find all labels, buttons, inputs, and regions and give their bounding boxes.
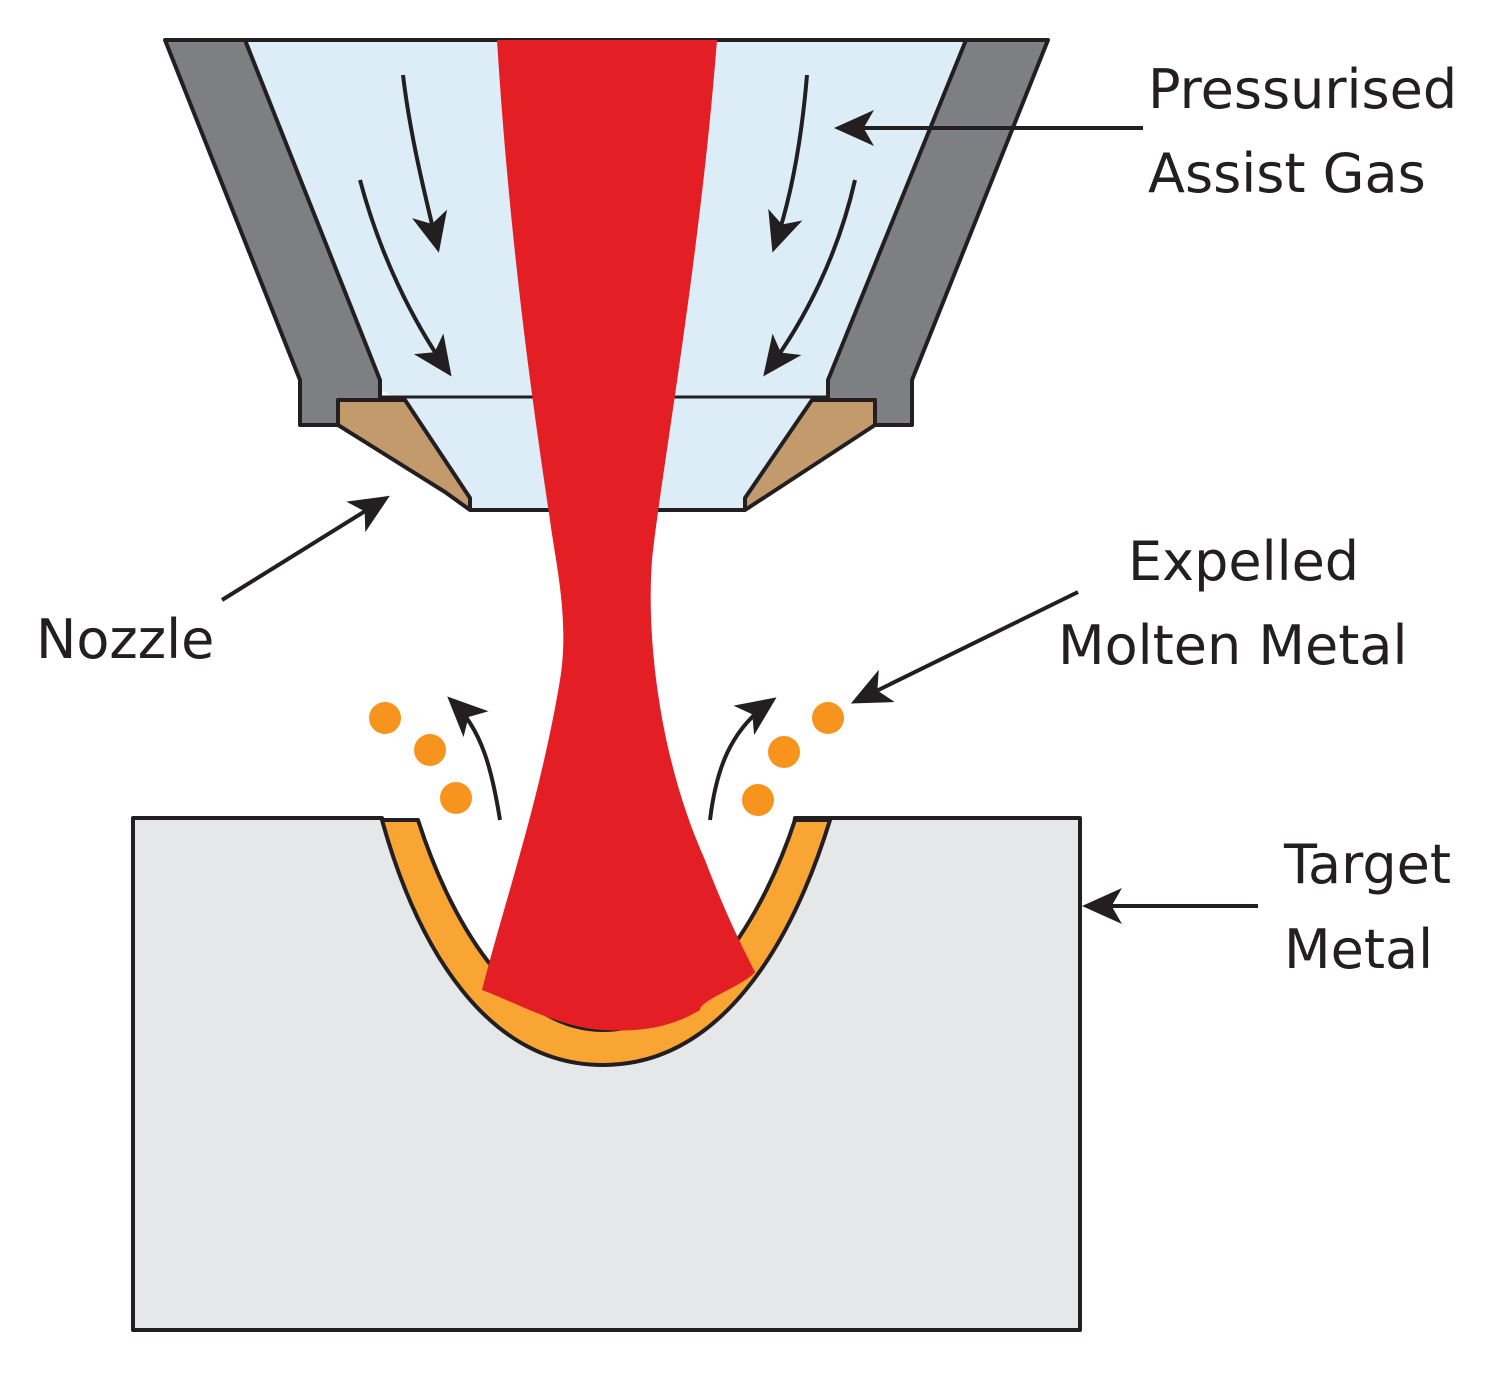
nozzle-callout-arrow xyxy=(220,495,390,602)
gas-flow-arrow xyxy=(768,74,809,253)
nozzle-label: Nozzle xyxy=(36,608,214,671)
nozzle-tip-left xyxy=(336,398,472,512)
ejection-arrow-left xyxy=(447,696,502,821)
expelled-label-line1: Expelled xyxy=(1128,530,1359,593)
molten-droplet xyxy=(440,782,472,814)
ejection-arrow-right xyxy=(708,697,777,821)
target-label-line1: Target xyxy=(1283,833,1451,896)
molten-droplet xyxy=(414,734,446,766)
molten-droplet xyxy=(742,784,774,816)
nozzle-tip-right xyxy=(743,398,877,512)
gas-flow-arrow xyxy=(358,179,452,377)
assist-gas-label-line1: Pressurised xyxy=(1148,58,1457,121)
callout-arrows xyxy=(220,110,1258,924)
gas-flow-arrow xyxy=(401,74,448,253)
ejection-arrows xyxy=(447,696,777,821)
molten-droplet xyxy=(812,702,844,734)
expelled-label-line2: Molten Metal xyxy=(1058,614,1408,677)
gas-flow-arrows xyxy=(358,74,857,377)
expelled-callout-arrow xyxy=(850,590,1079,704)
molten-droplet xyxy=(768,736,800,768)
molten-droplet xyxy=(369,702,401,734)
gas-flow-arrow xyxy=(763,179,857,377)
molten-droplets xyxy=(369,702,844,816)
target-label-line2: Metal xyxy=(1284,918,1433,981)
assist-gas-label-line2: Assist Gas xyxy=(1148,142,1426,205)
laser-beam xyxy=(482,40,755,1031)
